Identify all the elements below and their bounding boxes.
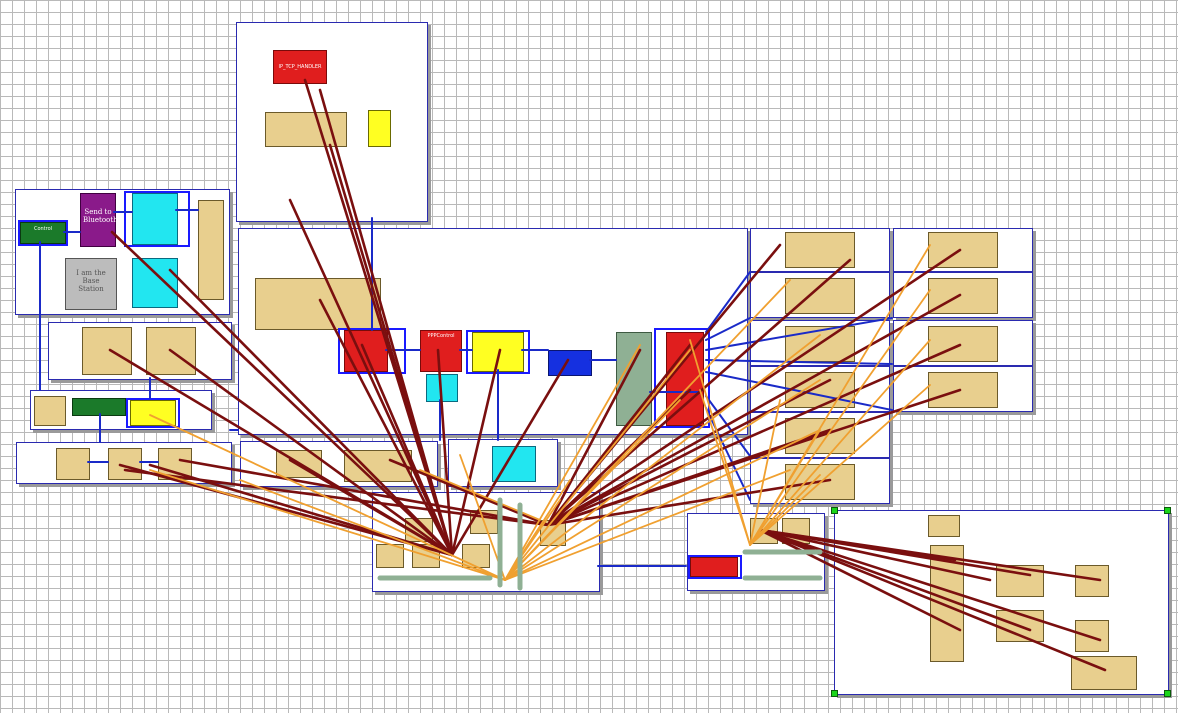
edge-orange-4 <box>504 334 821 581</box>
main-blue-block[interactable] <box>548 350 592 376</box>
edge-dark-21 <box>546 293 962 527</box>
edge-dark-35 <box>758 528 1032 632</box>
edge-orange-21 <box>149 414 506 581</box>
subsystem-left-a[interactable] <box>48 322 232 380</box>
ppp-control-block[interactable]: PPPControl <box>420 330 462 372</box>
selection-right-hub-red <box>688 555 742 579</box>
edge-orange-17 <box>749 384 931 546</box>
edge-dark-4 <box>110 230 454 557</box>
r1c2-block[interactable] <box>928 232 998 268</box>
edge-dark-22 <box>546 343 962 527</box>
r2c2-block[interactable] <box>928 278 998 314</box>
wire-7 <box>705 317 893 351</box>
br-right-block-2[interactable] <box>1075 620 1109 652</box>
edge-orange-5 <box>504 379 821 581</box>
edge-dark-3 <box>288 198 454 557</box>
edge-orange-18 <box>749 429 821 546</box>
edge-orange-9 <box>239 479 506 581</box>
wire-5 <box>705 271 751 333</box>
left-c-block-1[interactable] <box>56 448 90 480</box>
edge-dark-16 <box>546 348 642 527</box>
edge-orange-7 <box>504 469 791 581</box>
br-right-block-1[interactable] <box>1075 565 1109 597</box>
edge-orange-19 <box>749 474 821 546</box>
edge-dark-38 <box>758 528 962 632</box>
edge-dark-10 <box>436 348 454 557</box>
main-wide-block[interactable] <box>255 278 381 330</box>
edge-orange-6 <box>504 429 821 581</box>
edge-dark-11 <box>450 348 502 557</box>
selection-yellow-left <box>126 398 180 428</box>
edge-dark-2 <box>328 143 454 557</box>
r2c1-block[interactable] <box>785 278 855 314</box>
edge-dark-9 <box>360 343 454 557</box>
edge-dark-28 <box>178 458 550 527</box>
ip-tcp-handler-block[interactable]: IP_TCP_HANDLER <box>273 50 327 84</box>
selection-bluetooth-tx <box>124 191 190 247</box>
resize-handle-tr[interactable] <box>1164 507 1171 514</box>
right-hub-red-block[interactable] <box>690 557 738 577</box>
edge-dark-26 <box>546 478 832 527</box>
edge-dark-34 <box>758 528 1102 642</box>
left-a-block-1[interactable] <box>82 327 132 375</box>
control-block[interactable]: Control <box>20 222 66 244</box>
left-b-yellow-block[interactable] <box>130 400 176 426</box>
ppp-control-label: PPPControl <box>427 333 455 339</box>
br-top-block[interactable] <box>928 515 960 537</box>
edge-orange-1 <box>504 349 691 581</box>
bluetooth-tx-block[interactable] <box>132 193 178 245</box>
r1c1-block[interactable] <box>785 232 855 268</box>
main-sage-bus[interactable] <box>616 332 652 426</box>
wire-6 <box>705 317 751 341</box>
edge-dark-29 <box>123 468 550 527</box>
left-c-block-2[interactable] <box>108 448 142 480</box>
ip-tcp-handler-label: IP_TCP_HANDLER <box>278 64 322 70</box>
edge-dark-37 <box>758 528 957 562</box>
wire-11 <box>705 407 751 501</box>
r4c2-block[interactable] <box>928 372 998 408</box>
edge-dark-20 <box>546 248 962 527</box>
resize-handle-br[interactable] <box>1164 690 1171 697</box>
bluetooth-rx-block[interactable] <box>132 258 178 308</box>
edge-orange-3 <box>504 279 791 581</box>
edge-orange-15 <box>749 289 931 546</box>
edge-dark-12 <box>450 358 570 557</box>
left-b-block-1[interactable] <box>34 396 66 426</box>
edge-dark-7 <box>168 348 454 557</box>
control-label: Control <box>33 226 53 232</box>
bluetooth-side-block[interactable] <box>198 200 224 300</box>
edge-orange-12 <box>689 339 751 546</box>
send-to-bluetooth-block[interactable]: Send to Bluetooth <box>80 193 118 247</box>
resize-handle-tl[interactable] <box>831 507 838 514</box>
send-to-bluetooth-label: Send to Bluetooth <box>83 208 118 224</box>
selection-red-stack <box>654 328 710 428</box>
main-red-stack[interactable] <box>666 332 704 426</box>
edge-dark-31 <box>758 528 992 582</box>
r3c2-block[interactable] <box>928 326 998 362</box>
ip-status-block[interactable] <box>368 110 391 147</box>
edge-orange-0 <box>504 344 641 581</box>
edge-orange-20 <box>749 399 781 546</box>
edge-orange-13 <box>699 389 751 546</box>
edge-dark-13 <box>288 458 454 557</box>
resize-handle-bl[interactable] <box>831 690 838 697</box>
edge-dark-30 <box>546 388 692 527</box>
edge-dark-8 <box>318 298 454 557</box>
base-station-block[interactable]: I am the Base Station <box>65 258 117 310</box>
edge-orange-16 <box>749 339 931 546</box>
base-station-label: I am the Base Station <box>76 269 106 293</box>
edge-orange-23 <box>504 499 561 581</box>
wire-9 <box>705 371 893 411</box>
edge-orange-8 <box>149 469 506 581</box>
